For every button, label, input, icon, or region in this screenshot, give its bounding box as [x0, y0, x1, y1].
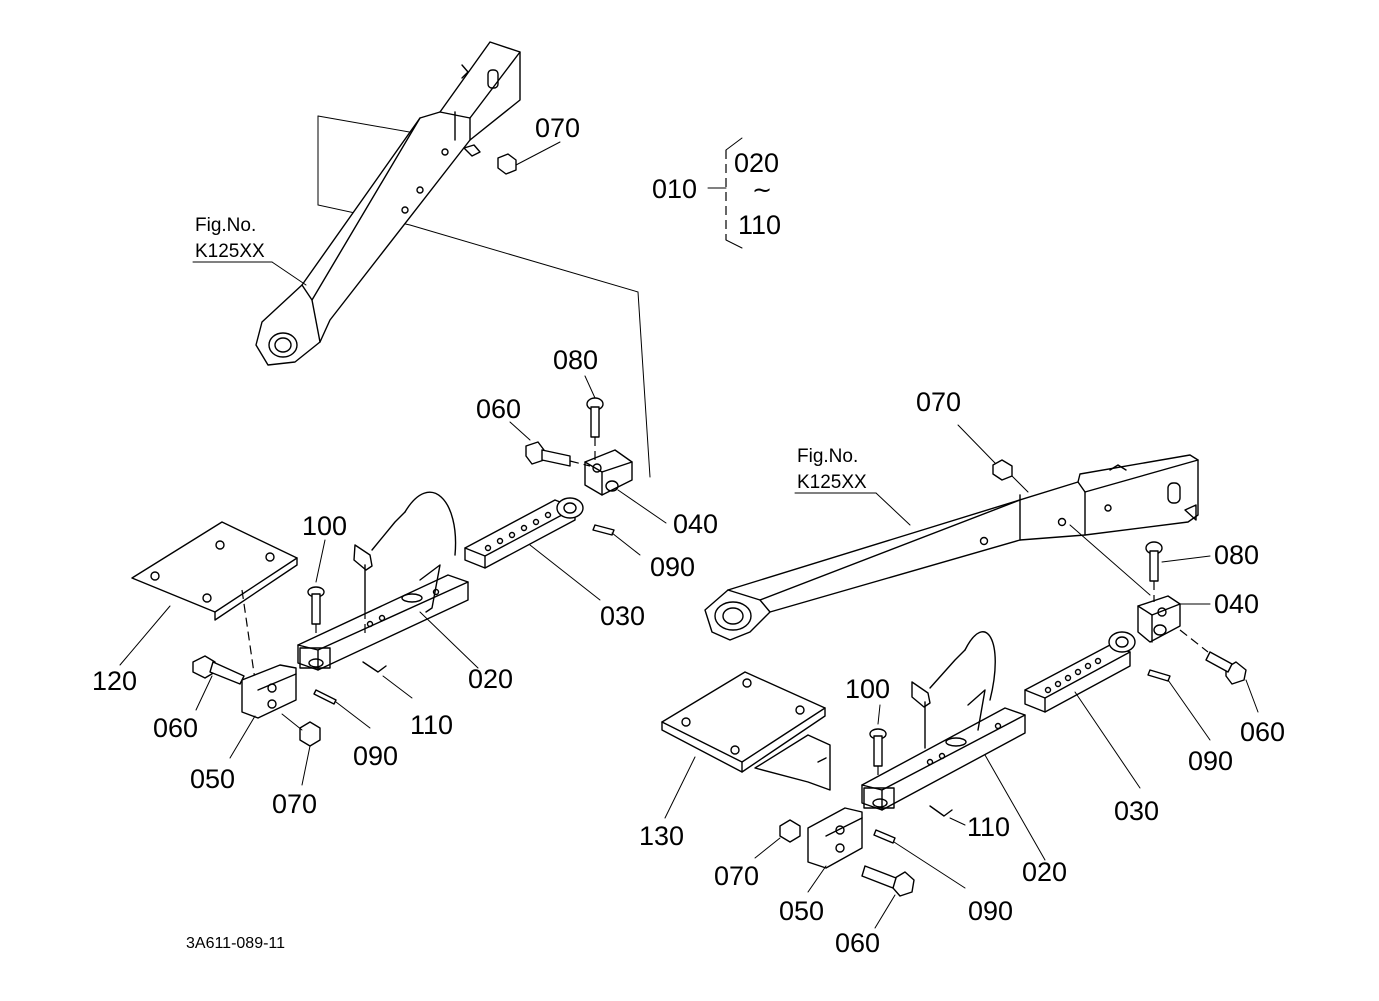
callout-label: 050 — [779, 896, 824, 926]
callout-label: 070 — [916, 387, 961, 417]
callout-label: 110 — [967, 812, 1010, 842]
fig-number: K125XX — [195, 241, 265, 262]
callout-label: 030 — [1114, 796, 1159, 826]
callout-label: 030 — [600, 601, 645, 631]
fig-label: Fig.No. — [195, 215, 256, 236]
callout-label: 080 — [553, 345, 598, 375]
callout-label: 130 — [639, 821, 684, 851]
callout-label: 090 — [968, 896, 1013, 926]
callout-label: 070 — [535, 113, 580, 143]
nut-070-right — [957, 424, 1029, 493]
callout-label: 100 — [302, 511, 347, 541]
callout-label: 060 — [835, 928, 880, 958]
callout-label: 060 — [476, 394, 521, 424]
lower-link-right — [704, 454, 1199, 641]
callout-label: 020 — [468, 664, 513, 694]
callout-label: 090 — [1188, 746, 1233, 776]
callout-label: 050 — [190, 764, 235, 794]
callout-label: 040 — [1214, 589, 1259, 619]
callout-label: 100 — [845, 674, 890, 704]
figure-reference-left: Fig.No. K125XX — [192, 215, 307, 286]
callout-label: 020 — [1022, 857, 1067, 887]
figure-reference-right: Fig.No. K125XX — [794, 446, 911, 526]
assembly-legend: 010 020 ~ 110 — [652, 137, 781, 249]
callout-label: 070 — [714, 861, 759, 891]
stabilizer-assembly-right — [661, 541, 1259, 929]
callout-label: 090 — [353, 741, 398, 771]
legend-first: 020 — [734, 148, 779, 178]
callouts-right: 070 080 040 060 090 030 100 020 110 130 … — [639, 387, 1285, 958]
legend-parent: 010 — [652, 174, 697, 204]
callout-label: 110 — [410, 710, 453, 740]
callout-label: 080 — [1214, 540, 1259, 570]
legend-range-symbol: ~ — [752, 176, 772, 204]
fig-label: Fig.No. — [797, 446, 858, 467]
stabilizer-assembly-left — [119, 375, 667, 786]
callouts-left: 070 080 060 040 090 030 100 020 110 120 … — [92, 113, 718, 819]
legend-last: 110 — [738, 210, 781, 240]
callout-label: 120 — [92, 666, 137, 696]
callout-label: 060 — [153, 713, 198, 743]
callout-label: 070 — [272, 789, 317, 819]
lower-link-left — [255, 41, 651, 478]
callout-label: 040 — [673, 509, 718, 539]
nut-070-top — [497, 141, 561, 175]
callout-label: 060 — [1240, 717, 1285, 747]
fig-number: K125XX — [797, 472, 867, 493]
drawing-code: 3A611-089-11 — [186, 935, 285, 952]
callout-label: 090 — [650, 552, 695, 582]
